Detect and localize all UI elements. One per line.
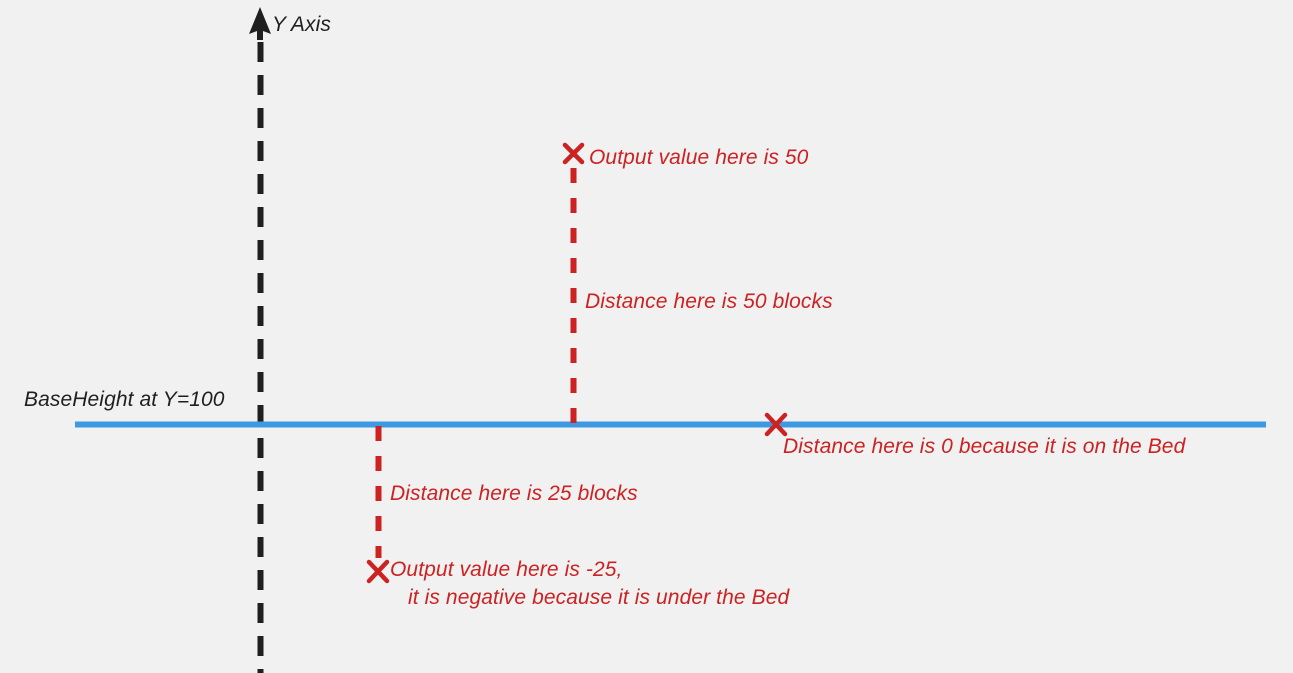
up-arrow-icon [249,7,271,40]
y-axis-label: Y Axis [272,13,331,36]
x-cross-icon-output-50 [562,142,585,165]
distance-0-label: Distance here is 0 because it is on the … [783,435,1186,458]
x-cross-icon-on-bed [764,412,788,437]
output-value-neg25-label: Output value here is -25, it is negative… [390,556,789,611]
distance-50-label: Distance here is 50 blocks [585,290,833,313]
base-height-label: BaseHeight at Y=100 [24,388,225,411]
output-value-50-label: Output value here is 50 [589,146,809,169]
output-value-neg25-line2: it is negative because it is under the B… [408,585,790,609]
output-value-neg25-line1: Output value here is -25, [390,558,623,581]
x-cross-icon-output-neg25 [366,559,390,584]
distance-25-label: Distance here is 25 blocks [390,482,638,505]
